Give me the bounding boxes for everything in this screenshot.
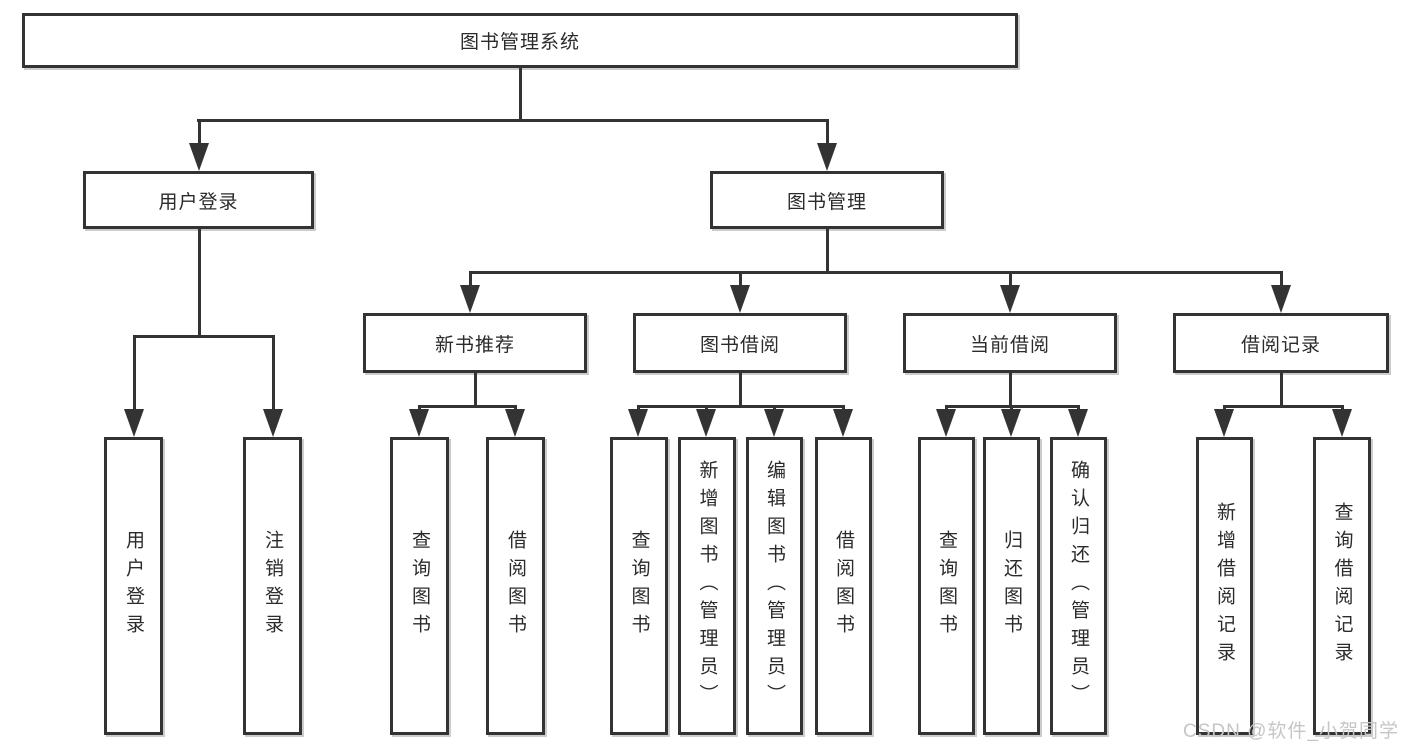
node-label: 图书管理 xyxy=(786,191,867,213)
leaf-borrowing-borrow-books: 借阅图书 xyxy=(815,437,872,735)
connector-line xyxy=(272,335,275,411)
arrow-down-icon xyxy=(764,409,784,437)
csdn-watermark: CSDN @软件_小贺同学 xyxy=(1183,721,1399,742)
arrow-down-icon xyxy=(124,409,144,437)
connector-line xyxy=(418,405,517,408)
node-label: 新书推荐 xyxy=(434,334,515,356)
node-label: 查询借阅记录 xyxy=(1331,502,1353,670)
arrow-down-icon xyxy=(1068,409,1088,437)
connector-line xyxy=(133,335,136,411)
connector-line xyxy=(826,229,829,274)
node-label: 新增图书（管理员） xyxy=(696,460,718,712)
connector-line xyxy=(133,335,275,338)
connector-line xyxy=(198,229,201,337)
connector-line xyxy=(469,271,472,287)
connector-line xyxy=(1009,271,1012,287)
arrow-down-icon xyxy=(1271,285,1291,313)
connector-line xyxy=(739,373,742,408)
connector-line xyxy=(519,66,522,122)
node-label: 新增借阅记录 xyxy=(1214,502,1235,670)
leaf-records-add-borrow-record: 新增借阅记录 xyxy=(1196,437,1253,735)
node-label: 借阅图书 xyxy=(505,530,526,642)
node-book-management: 图书管理 xyxy=(710,171,944,229)
node-label: 当前借阅 xyxy=(969,334,1050,356)
node-label: 借阅记录 xyxy=(1240,334,1321,356)
connector-line xyxy=(739,271,742,287)
leaf-user-login: 用户登录 xyxy=(104,437,163,735)
connector-line xyxy=(197,119,829,122)
connector-line xyxy=(1009,373,1012,408)
arrow-down-icon xyxy=(1000,285,1020,313)
arrow-down-icon xyxy=(817,143,837,171)
leaf-borrowing-query-books: 查询图书 xyxy=(610,437,668,735)
node-label: 查询图书 xyxy=(409,530,430,642)
arrow-down-icon xyxy=(263,409,283,437)
arrow-down-icon xyxy=(936,409,956,437)
node-user-login: 用户登录 xyxy=(83,171,314,229)
arrow-down-icon xyxy=(1001,409,1021,437)
leaf-records-query-borrow-record: 查询借阅记录 xyxy=(1313,437,1371,735)
node-current-borrowing: 当前借阅 xyxy=(903,313,1117,373)
leaf-borrowing-add-books-admin: 新增图书（管理员） xyxy=(678,437,736,735)
node-label: 用户登录 xyxy=(123,530,144,642)
connector-line xyxy=(474,373,477,408)
node-label: 图书借阅 xyxy=(699,334,780,356)
node-label: 归还图书 xyxy=(1001,530,1022,642)
node-library-management-system: 图书管理系统 xyxy=(22,13,1018,68)
node-label: 查询图书 xyxy=(628,530,650,642)
node-label: 图书管理系统 xyxy=(459,32,580,53)
arrow-down-icon xyxy=(1214,409,1234,437)
arrow-down-icon xyxy=(189,143,209,171)
connector-line xyxy=(826,119,829,147)
node-new-book-recommendation: 新书推荐 xyxy=(363,313,587,373)
arrow-down-icon xyxy=(833,409,853,437)
connector-line xyxy=(637,405,845,408)
node-label: 查询图书 xyxy=(936,530,957,642)
node-label: 确认归还（管理员） xyxy=(1068,460,1089,712)
leaf-current-return-books: 归还图书 xyxy=(983,437,1040,735)
arrow-down-icon xyxy=(628,409,648,437)
arrow-down-icon xyxy=(1332,409,1352,437)
leaf-borrowing-edit-books-admin: 编辑图书（管理员） xyxy=(746,437,803,735)
node-borrowing-records: 借阅记录 xyxy=(1173,313,1389,373)
leaf-current-query-books: 查询图书 xyxy=(918,437,975,735)
node-book-borrowing: 图书借阅 xyxy=(633,313,847,373)
arrow-down-icon xyxy=(505,409,525,437)
arrow-down-icon xyxy=(696,409,716,437)
leaf-recommend-query-books: 查询图书 xyxy=(390,437,449,735)
arrow-down-icon xyxy=(409,409,429,437)
node-label: 用户登录 xyxy=(158,191,239,213)
node-label: 借阅图书 xyxy=(833,530,854,642)
connector-line xyxy=(198,119,201,147)
arrow-down-icon xyxy=(730,285,750,313)
node-label: 编辑图书（管理员） xyxy=(764,460,785,712)
connector-line xyxy=(1280,271,1283,287)
node-label: 注销登录 xyxy=(262,530,283,642)
arrow-down-icon xyxy=(460,285,480,313)
connector-line xyxy=(469,271,1283,274)
connector-line xyxy=(1280,373,1283,408)
leaf-logout-login: 注销登录 xyxy=(243,437,302,735)
connector-line xyxy=(1223,405,1344,408)
leaf-current-confirm-return-admin: 确认归还（管理员） xyxy=(1050,437,1107,735)
leaf-recommend-borrow-books: 借阅图书 xyxy=(486,437,545,735)
